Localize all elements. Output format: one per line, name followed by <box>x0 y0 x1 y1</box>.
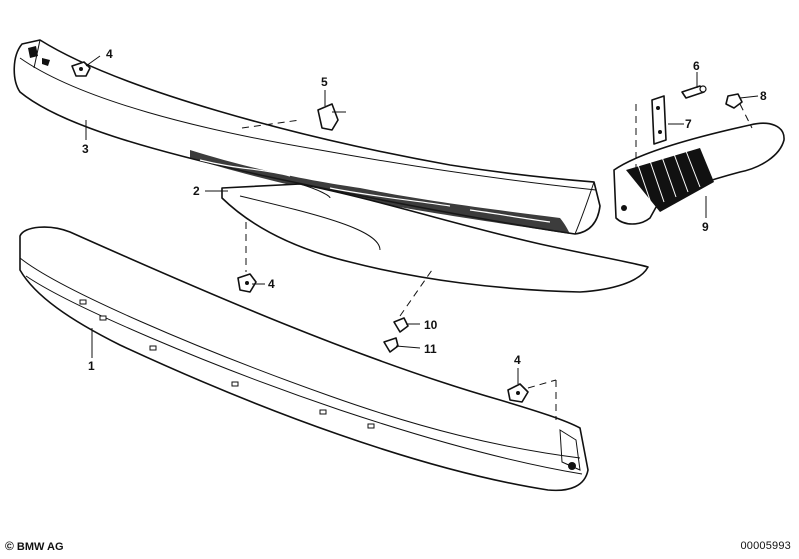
callout-5: 5 <box>321 75 328 89</box>
callout-2: 2 <box>193 184 200 198</box>
clip-bracket-part-5[interactable] <box>317 103 346 131</box>
callout-4-middle: 4 <box>268 277 275 291</box>
bumper-carrier-part-1[interactable] <box>19 226 589 492</box>
callout-1: 1 <box>88 359 95 373</box>
leader-lines <box>85 55 759 384</box>
callouts: 1 2 3 4 4 4 5 6 7 8 9 10 11 <box>82 47 767 373</box>
copyright-notice: © BMW AG <box>5 539 64 553</box>
corner-trim-part-9[interactable] <box>613 122 785 225</box>
alignment-lines <box>241 103 753 420</box>
bracket-plate-part-7[interactable] <box>651 95 667 145</box>
callout-4-lower: 4 <box>514 353 521 367</box>
callout-10: 10 <box>424 318 438 332</box>
callout-6: 6 <box>693 59 700 73</box>
callout-8: 8 <box>760 89 767 103</box>
clip-part-10[interactable] <box>393 317 409 333</box>
callout-3: 3 <box>82 142 89 156</box>
diagram-number: 00005993 <box>740 540 791 552</box>
brand-name: BMW AG <box>16 541 64 553</box>
cover-panel-part-2[interactable] <box>221 183 649 293</box>
callout-11: 11 <box>424 342 437 356</box>
callout-9: 9 <box>702 220 709 234</box>
bumper-trim-part-3[interactable] <box>13 39 601 235</box>
clip-nut-part-4-top[interactable] <box>71 61 91 77</box>
clip-nut-part-4-middle[interactable] <box>237 273 257 293</box>
bolt-part-6[interactable] <box>681 85 707 99</box>
callout-7: 7 <box>685 117 692 131</box>
copyright-icon: © <box>5 539 14 553</box>
screw-part-11[interactable] <box>383 337 399 353</box>
clip-nut-part-4-lower[interactable] <box>507 383 529 403</box>
callout-4-top: 4 <box>106 47 113 61</box>
nut-part-8[interactable] <box>725 93 743 109</box>
